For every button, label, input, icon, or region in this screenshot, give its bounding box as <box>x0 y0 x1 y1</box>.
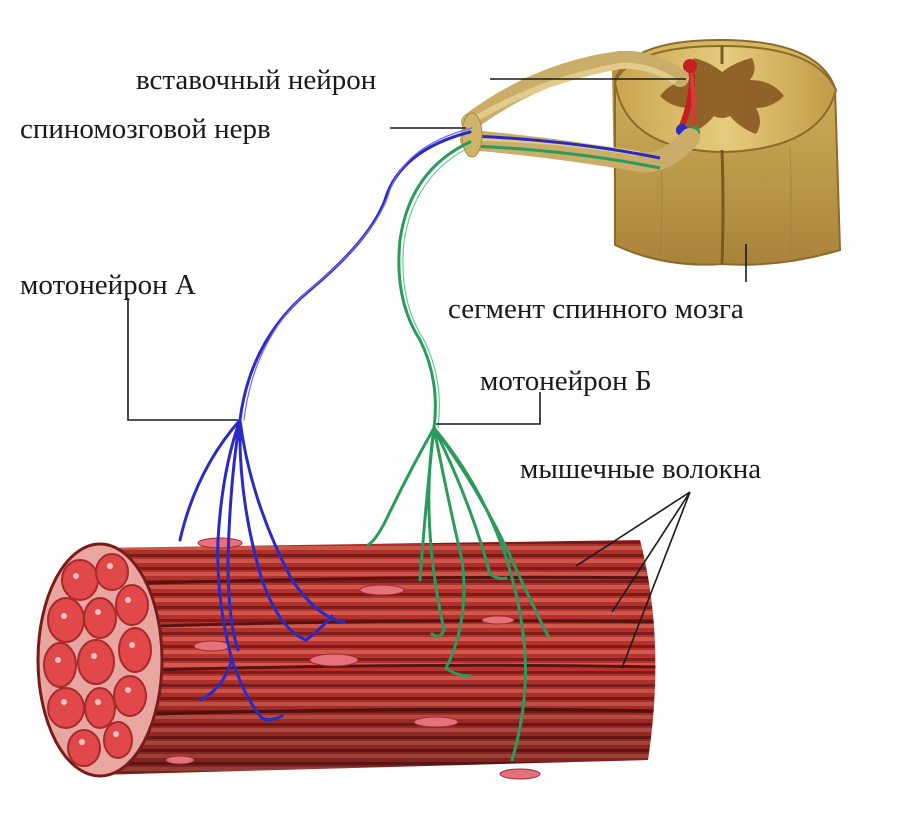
grey-matter <box>660 58 784 134</box>
label-interneuron: вставочный нейрон <box>136 64 376 96</box>
leader-muscle-fibers <box>575 491 691 669</box>
leader-motoneuron-a <box>127 298 238 421</box>
spinal-cord-segment <box>612 38 842 266</box>
muscle-cross-section <box>36 542 164 778</box>
leader-motoneuron-b <box>436 392 541 425</box>
muscle-nuclei <box>165 537 541 780</box>
leader-lines <box>127 78 747 669</box>
muscle-fiber-separators <box>95 540 656 775</box>
label-spinal-segment: сегмент спинного мозга <box>448 293 744 325</box>
motoneuron-a-axon <box>178 127 473 722</box>
nerve-roots <box>460 50 700 173</box>
motoneuron-b-axon <box>366 140 550 762</box>
label-motoneuron-b: мотонейрон Б <box>480 365 652 397</box>
label-muscle-fibers: мышечные волокна <box>520 453 761 485</box>
muscle-bundle <box>36 537 656 780</box>
label-spinal-nerve: спиномозговой нерв <box>20 113 271 145</box>
label-motoneuron-a: мотонейрон А <box>20 269 196 301</box>
